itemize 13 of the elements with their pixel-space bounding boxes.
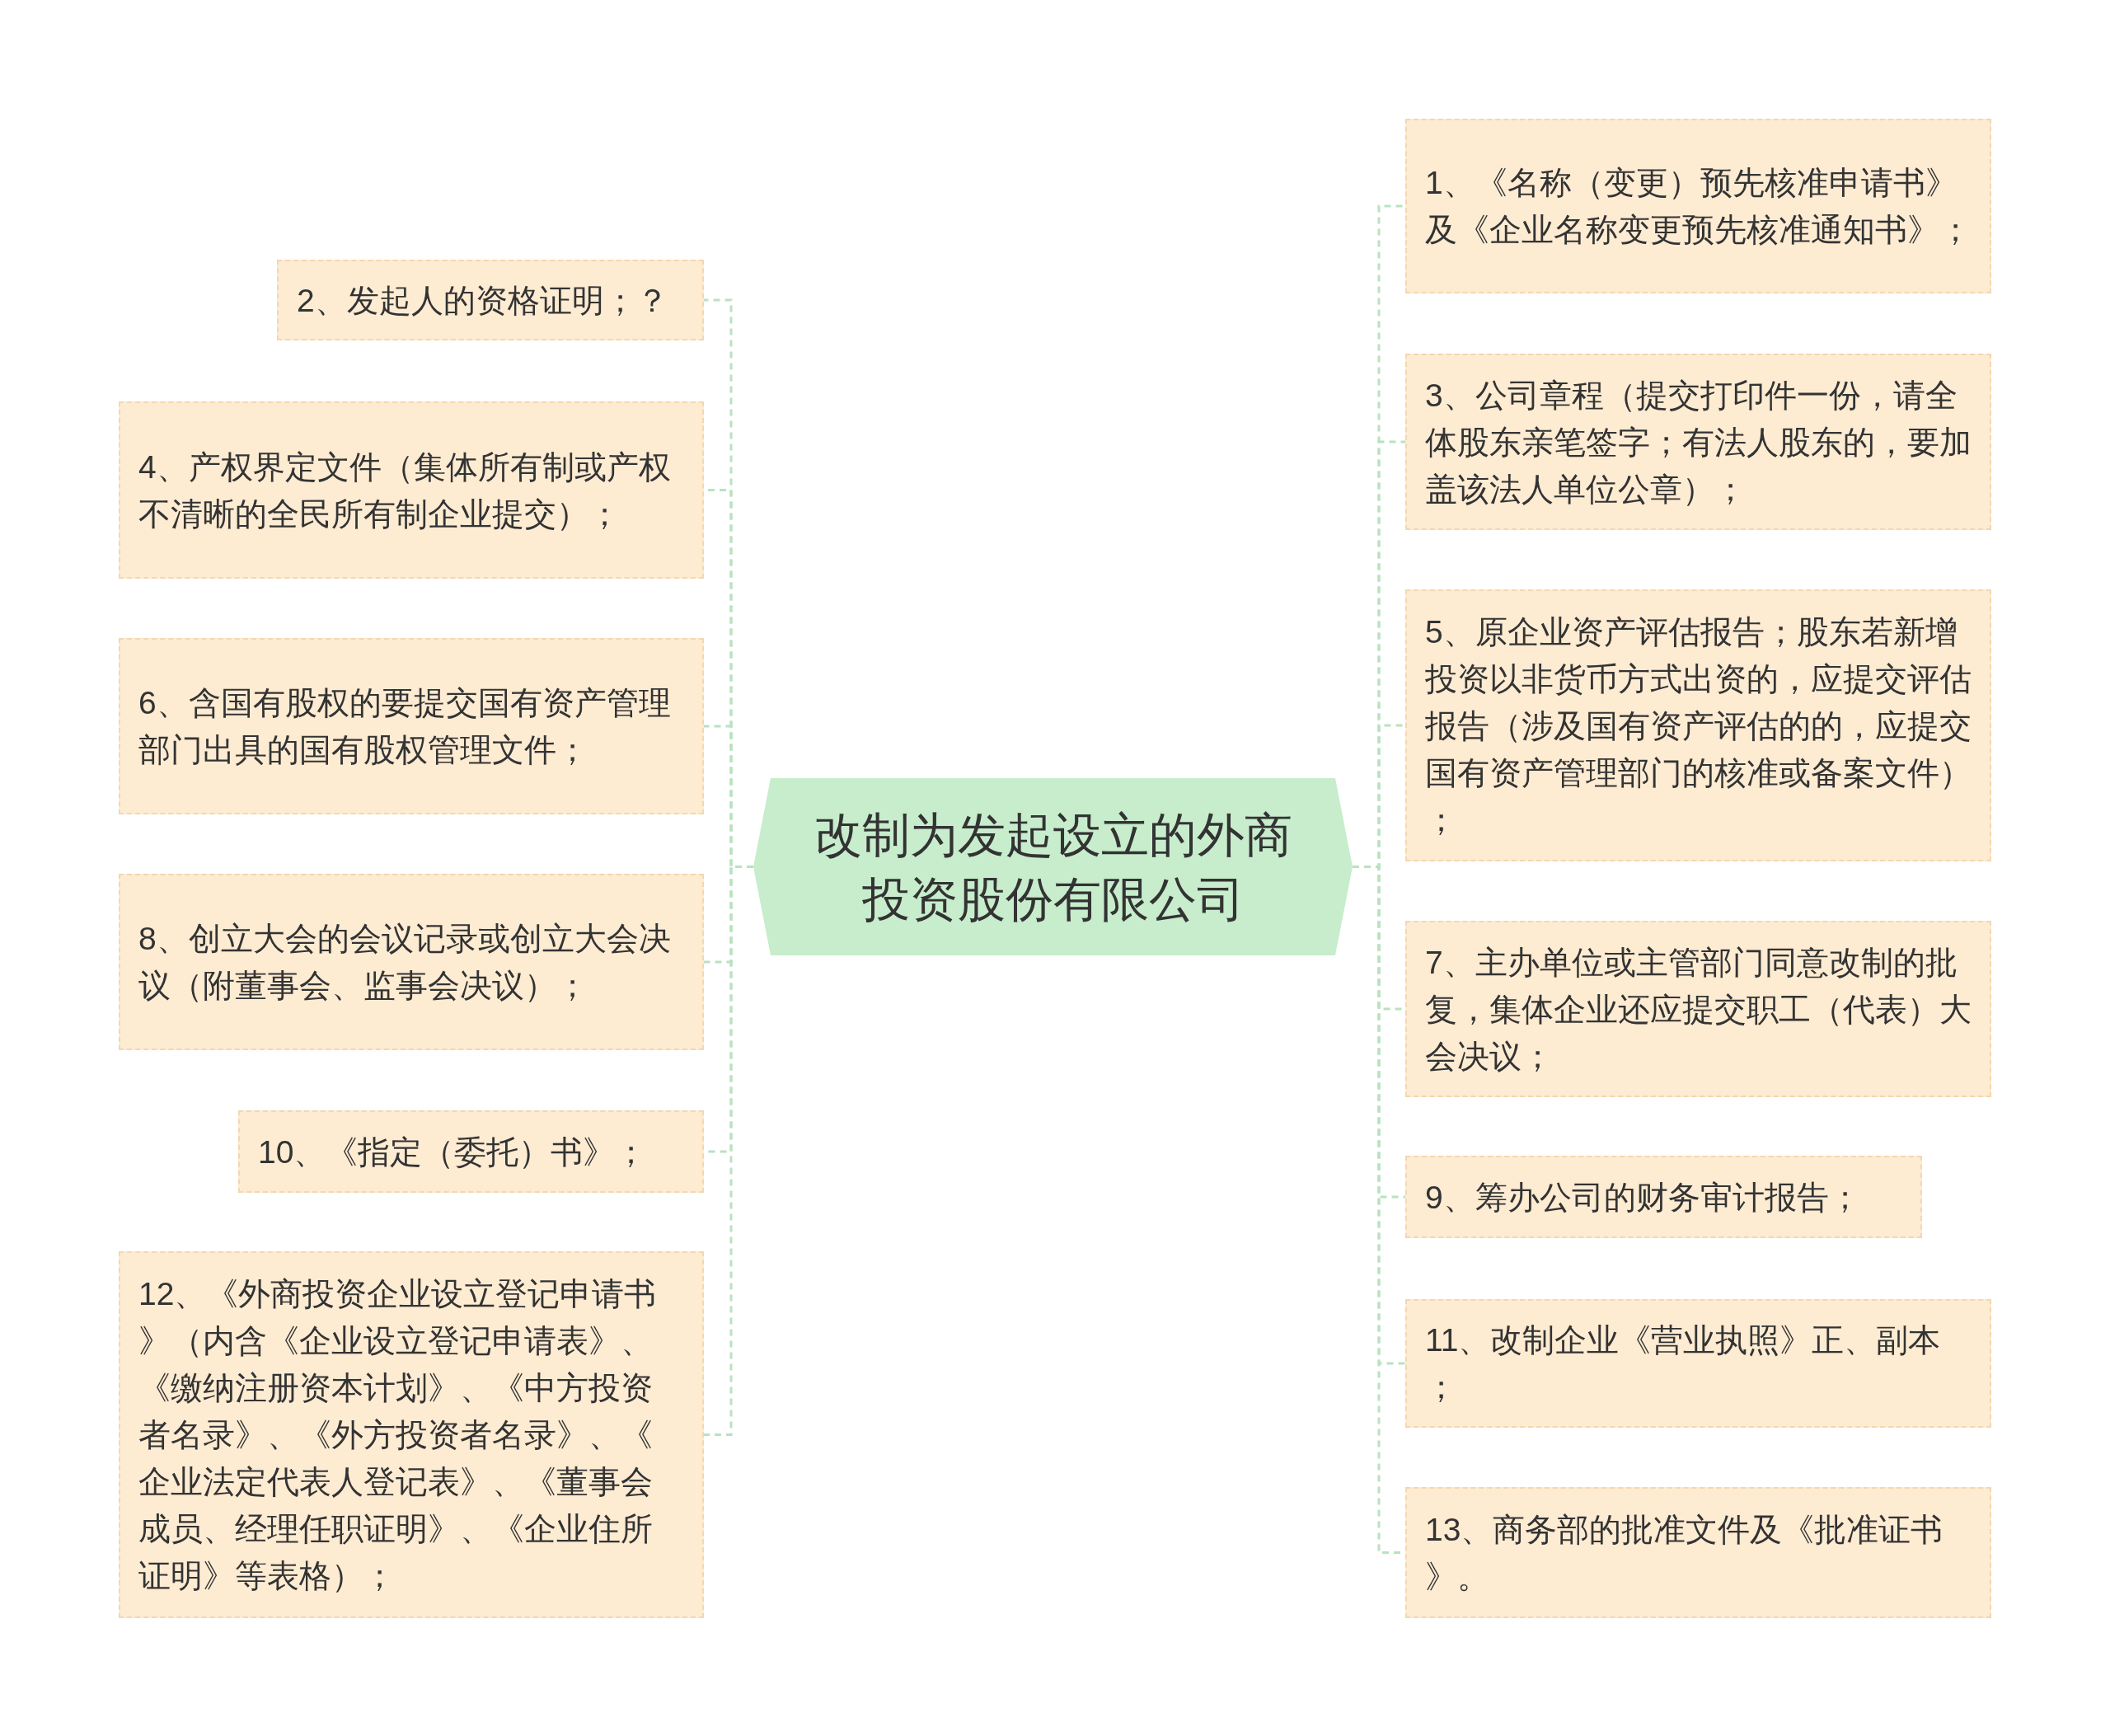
item-box: 12、《外商投资企业设立登记申请书》（内含《企业设立登记申请表》、《缴纳注册资本计划》、《中方投资者名录》、《外方投资者名录》、《企业法定代表人登记表》、《董事会成员、经理任职证明》、《企业住所证明》等表格）； [119,1251,704,1618]
item-box: 1、《名称（变更）预先核准申请书》及《企业名称变更预先核准通知书》； [1405,119,1991,293]
item-box: 7、主办单位或主管部门同意改制的批复，集体企业还应提交职工（代表）大会决议； [1405,921,1991,1097]
item-box: 6、含国有股权的要提交国有资产管理部门出具的国有股权管理文件； [119,638,704,814]
item-box: 9、筹办公司的财务审计报告； [1405,1156,1922,1238]
item-box: 11、改制企业《营业执照》正、副本； [1405,1299,1991,1428]
item-box: 13、商务部的批准文件及《批准证书》。 [1405,1487,1991,1618]
item-box: 5、原企业资产评估报告；股东若新增投资以非货币方式出资的，应提交评估报告（涉及国有资产评估的的，应提交国有资产管理部门的核准或备案文件）； [1405,589,1991,861]
item-box: 4、产权界定文件（集体所有制或产权不清晰的全民所有制企业提交）； [119,401,704,579]
item-box: 8、创立大会的会议记录或创立大会决议（附董事会、监事会决议）； [119,874,704,1050]
item-box: 10、《指定（委托）书》； [238,1110,704,1193]
item-box: 3、公司章程（提交打印件一份，请全体股东亲笔签字；有法人股东的，要加盖该法人单位公章）； [1405,354,1991,530]
item-box: 2、发起人的资格证明；？ [277,260,704,340]
